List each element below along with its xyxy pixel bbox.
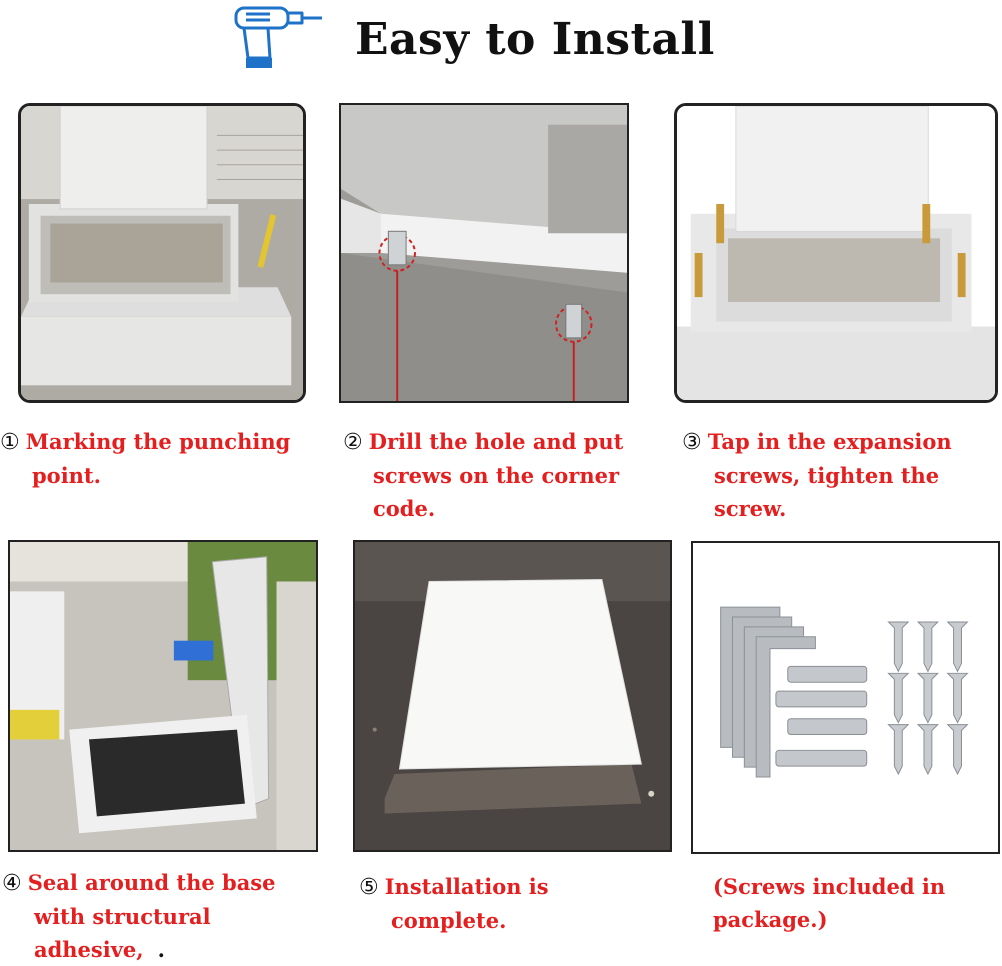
- drill-icon: [230, 2, 326, 72]
- caption-line: Installation is: [384, 874, 549, 899]
- caption-line: Drill the hole and put: [368, 429, 624, 454]
- caption-line: screws on the corner: [373, 463, 620, 488]
- caption-line: Seal around the base: [27, 870, 276, 895]
- step-number: ⑤: [359, 875, 379, 900]
- caption-line: package.): [713, 907, 828, 932]
- step1-photo: [18, 103, 306, 403]
- package-caption: (Screws included in package.): [713, 870, 945, 936]
- package-photo: [691, 541, 1000, 854]
- caption-line: complete.: [391, 908, 507, 933]
- step3-photo: [674, 103, 998, 403]
- step-number: ②: [343, 430, 363, 455]
- step4-photo: [8, 540, 318, 852]
- caption-dot: .: [157, 937, 165, 962]
- caption-line: Tap in the expansion: [707, 429, 952, 454]
- caption-line: adhesive,: [34, 937, 144, 962]
- caption-line: screws, tighten the: [714, 463, 940, 488]
- caption-line: Marking the punching: [25, 429, 291, 454]
- step2-photo: [339, 103, 629, 403]
- caption-line: code.: [373, 496, 436, 521]
- caption-line: point.: [32, 463, 101, 488]
- step-number: ④: [2, 871, 22, 896]
- caption-line: (Screws included in: [713, 874, 946, 899]
- step5-photo: [353, 540, 672, 852]
- step-number: ①: [0, 430, 20, 455]
- step-number: ③: [682, 430, 702, 455]
- caption-line: screw.: [714, 496, 787, 521]
- caption-line: with structural: [34, 904, 211, 929]
- page-title: Easy to Install: [355, 14, 715, 65]
